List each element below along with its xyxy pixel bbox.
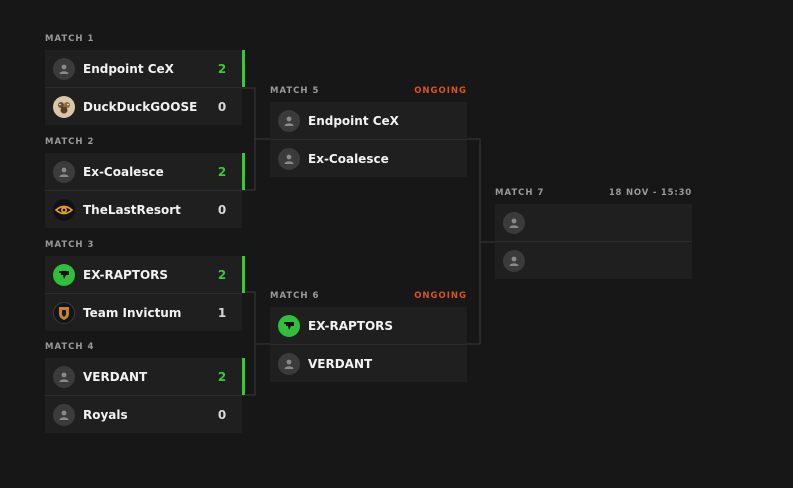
winner-indicator xyxy=(242,358,245,395)
match-header: MATCH 4 xyxy=(45,339,242,355)
match-label: MATCH 4 xyxy=(45,342,95,352)
person-icon xyxy=(503,249,525,272)
team-row[interactable]: Team Invictum 1 xyxy=(45,294,242,331)
team-name: Ex-Coalesce xyxy=(83,164,164,179)
person-icon xyxy=(278,147,300,170)
team-score: 0 xyxy=(217,99,227,114)
person-icon xyxy=(53,57,75,80)
team-row[interactable]: Endpoint CeX 2 xyxy=(45,50,245,88)
team-name: TheLastResort xyxy=(83,202,181,217)
match-time: 18 NOV - 15:30 xyxy=(608,188,692,198)
team-row[interactable]: Royals 0 xyxy=(45,396,242,433)
person-icon xyxy=(278,352,300,375)
team-row[interactable]: DuckDuckGOOSE 0 xyxy=(45,88,242,125)
team-row[interactable] xyxy=(495,242,692,279)
winner-indicator xyxy=(242,50,245,87)
team-name: Team Invictum xyxy=(83,305,182,320)
match-status: ONGOING xyxy=(414,291,467,301)
team-row[interactable]: Ex-Coalesce xyxy=(270,140,467,177)
eye-logo-icon xyxy=(53,198,75,221)
duck-logo-icon xyxy=(53,95,75,118)
connector-m5-m6 xyxy=(467,138,481,345)
team-row[interactable]: Ex-Coalesce 2 xyxy=(45,153,245,191)
invictum-logo-icon xyxy=(53,301,75,324)
team-row[interactable]: Endpoint CeX xyxy=(270,102,467,140)
team-name: VERDANT xyxy=(308,356,373,371)
team-name: EX-RAPTORS xyxy=(308,318,394,333)
match-status: ONGOING xyxy=(414,86,467,96)
match-header: MATCH 2 xyxy=(45,134,242,150)
team-score: 2 xyxy=(217,61,227,76)
team-score: 0 xyxy=(217,202,227,217)
team-name: Endpoint CeX xyxy=(308,113,399,128)
team-name: Royals xyxy=(83,407,128,422)
match-label: MATCH 5 xyxy=(270,86,320,96)
raptor-logo-icon xyxy=(278,314,300,337)
match-label: MATCH 1 xyxy=(45,34,95,44)
team-score: 2 xyxy=(217,164,227,179)
person-icon xyxy=(53,365,75,388)
winner-indicator xyxy=(242,256,245,293)
team-name: Ex-Coalesce xyxy=(308,151,389,166)
team-row[interactable] xyxy=(495,204,692,242)
team-score: 0 xyxy=(217,407,227,422)
match-header: MATCH 3 xyxy=(45,237,242,253)
team-score: 2 xyxy=(217,369,227,384)
team-score: 1 xyxy=(217,305,227,320)
raptor-logo-icon xyxy=(53,263,75,286)
match-header: MATCH 7 18 NOV - 15:30 xyxy=(495,185,692,201)
person-icon xyxy=(503,211,525,234)
match-header: MATCH 1 xyxy=(45,31,242,47)
match-label: MATCH 2 xyxy=(45,137,95,147)
team-name: Endpoint CeX xyxy=(83,61,174,76)
person-icon xyxy=(278,109,300,132)
team-row[interactable]: EX-RAPTORS 2 xyxy=(45,256,245,294)
team-score: 2 xyxy=(217,267,227,282)
person-icon xyxy=(53,403,75,426)
match-header: MATCH 6 ONGOING xyxy=(270,288,467,304)
team-name: VERDANT xyxy=(83,369,148,384)
person-icon xyxy=(53,160,75,183)
winner-indicator xyxy=(242,153,245,190)
match-label: MATCH 6 xyxy=(270,291,320,301)
team-row[interactable]: VERDANT xyxy=(270,345,467,382)
team-name: EX-RAPTORS xyxy=(83,267,169,282)
team-row[interactable]: VERDANT 2 xyxy=(45,358,245,396)
match-label: MATCH 7 xyxy=(495,188,545,198)
team-name: DuckDuckGOOSE xyxy=(83,99,198,114)
match-label: MATCH 3 xyxy=(45,240,95,250)
team-row[interactable]: EX-RAPTORS xyxy=(270,307,467,345)
match-header: MATCH 5 ONGOING xyxy=(270,83,467,99)
team-row[interactable]: TheLastResort 0 xyxy=(45,191,242,228)
